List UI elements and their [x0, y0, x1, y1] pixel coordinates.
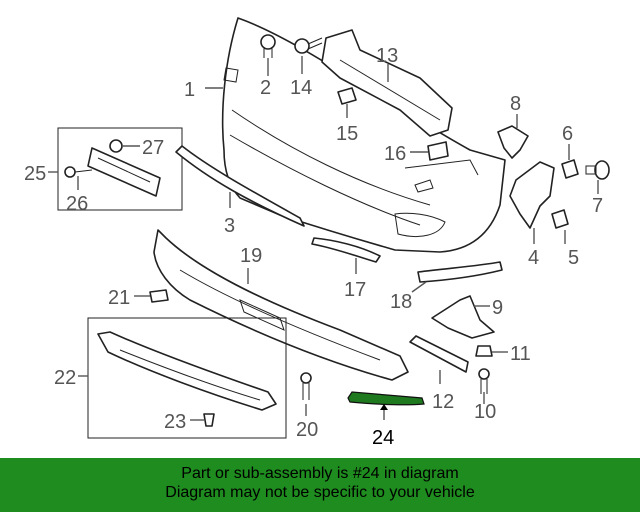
strip-12-part	[409, 335, 469, 373]
bolt-20-part	[300, 372, 312, 400]
arrowhead-24	[380, 404, 388, 410]
clip-15-part	[337, 87, 357, 105]
callout-21: 21	[108, 287, 130, 309]
callout-12: 12	[432, 391, 454, 413]
parts-diagram: 1 2 14 13 15 16 8 6	[24, 17, 610, 449]
callout-18: 18	[390, 291, 412, 313]
energy-absorber-13-part	[321, 29, 453, 137]
callout-5: 5	[568, 247, 579, 269]
screw-23-part	[203, 413, 215, 427]
callout-3: 3	[224, 215, 235, 237]
callout-24: 24	[372, 427, 394, 449]
lower-shield-22-part	[97, 331, 277, 411]
info-banner: Part or sub-assembly is #24 in diagram D…	[0, 458, 640, 512]
molding-3-part	[175, 145, 305, 227]
nut-27-part	[109, 139, 123, 153]
nut-6-part	[561, 159, 579, 179]
side-bracket-4-part	[509, 161, 555, 229]
bumper-cover-part	[221, 17, 506, 253]
clip-5-part	[551, 209, 569, 229]
deflector-9-part	[431, 295, 495, 339]
tow-cover-16-part	[427, 141, 449, 161]
callout-25: 25	[24, 163, 46, 185]
callout-20: 20	[296, 419, 318, 441]
banner-line-2: Diagram may not be specific to your vehi…	[165, 484, 475, 501]
callout-27: 27	[142, 137, 164, 159]
callout-8: 8	[510, 93, 521, 115]
strip-18-part	[417, 261, 503, 283]
callout-10: 10	[474, 401, 496, 423]
callout-22: 22	[54, 367, 76, 389]
pin-11-part	[475, 345, 493, 357]
bezel-17-part	[311, 237, 381, 263]
callout-4: 4	[528, 247, 539, 269]
callout-14: 14	[290, 77, 312, 99]
callout-11: 11	[510, 343, 531, 365]
banner-line-1: Part or sub-assembly is #24 in diagram	[181, 465, 459, 482]
callout-7: 7	[592, 195, 603, 217]
callout-9: 9	[492, 297, 503, 319]
callout-26: 26	[66, 193, 88, 215]
callout-19: 19	[240, 245, 262, 267]
screw-2-part	[260, 34, 276, 58]
callout-17: 17	[344, 279, 366, 301]
callout-13: 13	[376, 45, 398, 67]
callout-23: 23	[164, 411, 186, 433]
screw-25-part	[64, 166, 93, 178]
callout-6: 6	[562, 123, 573, 145]
bracket-8-part	[497, 125, 529, 159]
callout-16: 16	[384, 143, 406, 165]
splash-shield-19-part	[153, 229, 409, 381]
pin-7-part	[585, 160, 610, 180]
highlighted-part-24	[347, 391, 425, 406]
license-bracket-box	[57, 127, 183, 211]
callout-1: 1	[184, 79, 195, 101]
callout-2: 2	[260, 77, 271, 99]
bolt-10-part	[478, 368, 490, 394]
lower-shield-box	[87, 317, 287, 439]
bolt-14-part	[294, 37, 323, 54]
license-bracket-26-part	[87, 147, 161, 197]
callout-15: 15	[336, 123, 358, 145]
clip-21-part	[149, 289, 169, 303]
